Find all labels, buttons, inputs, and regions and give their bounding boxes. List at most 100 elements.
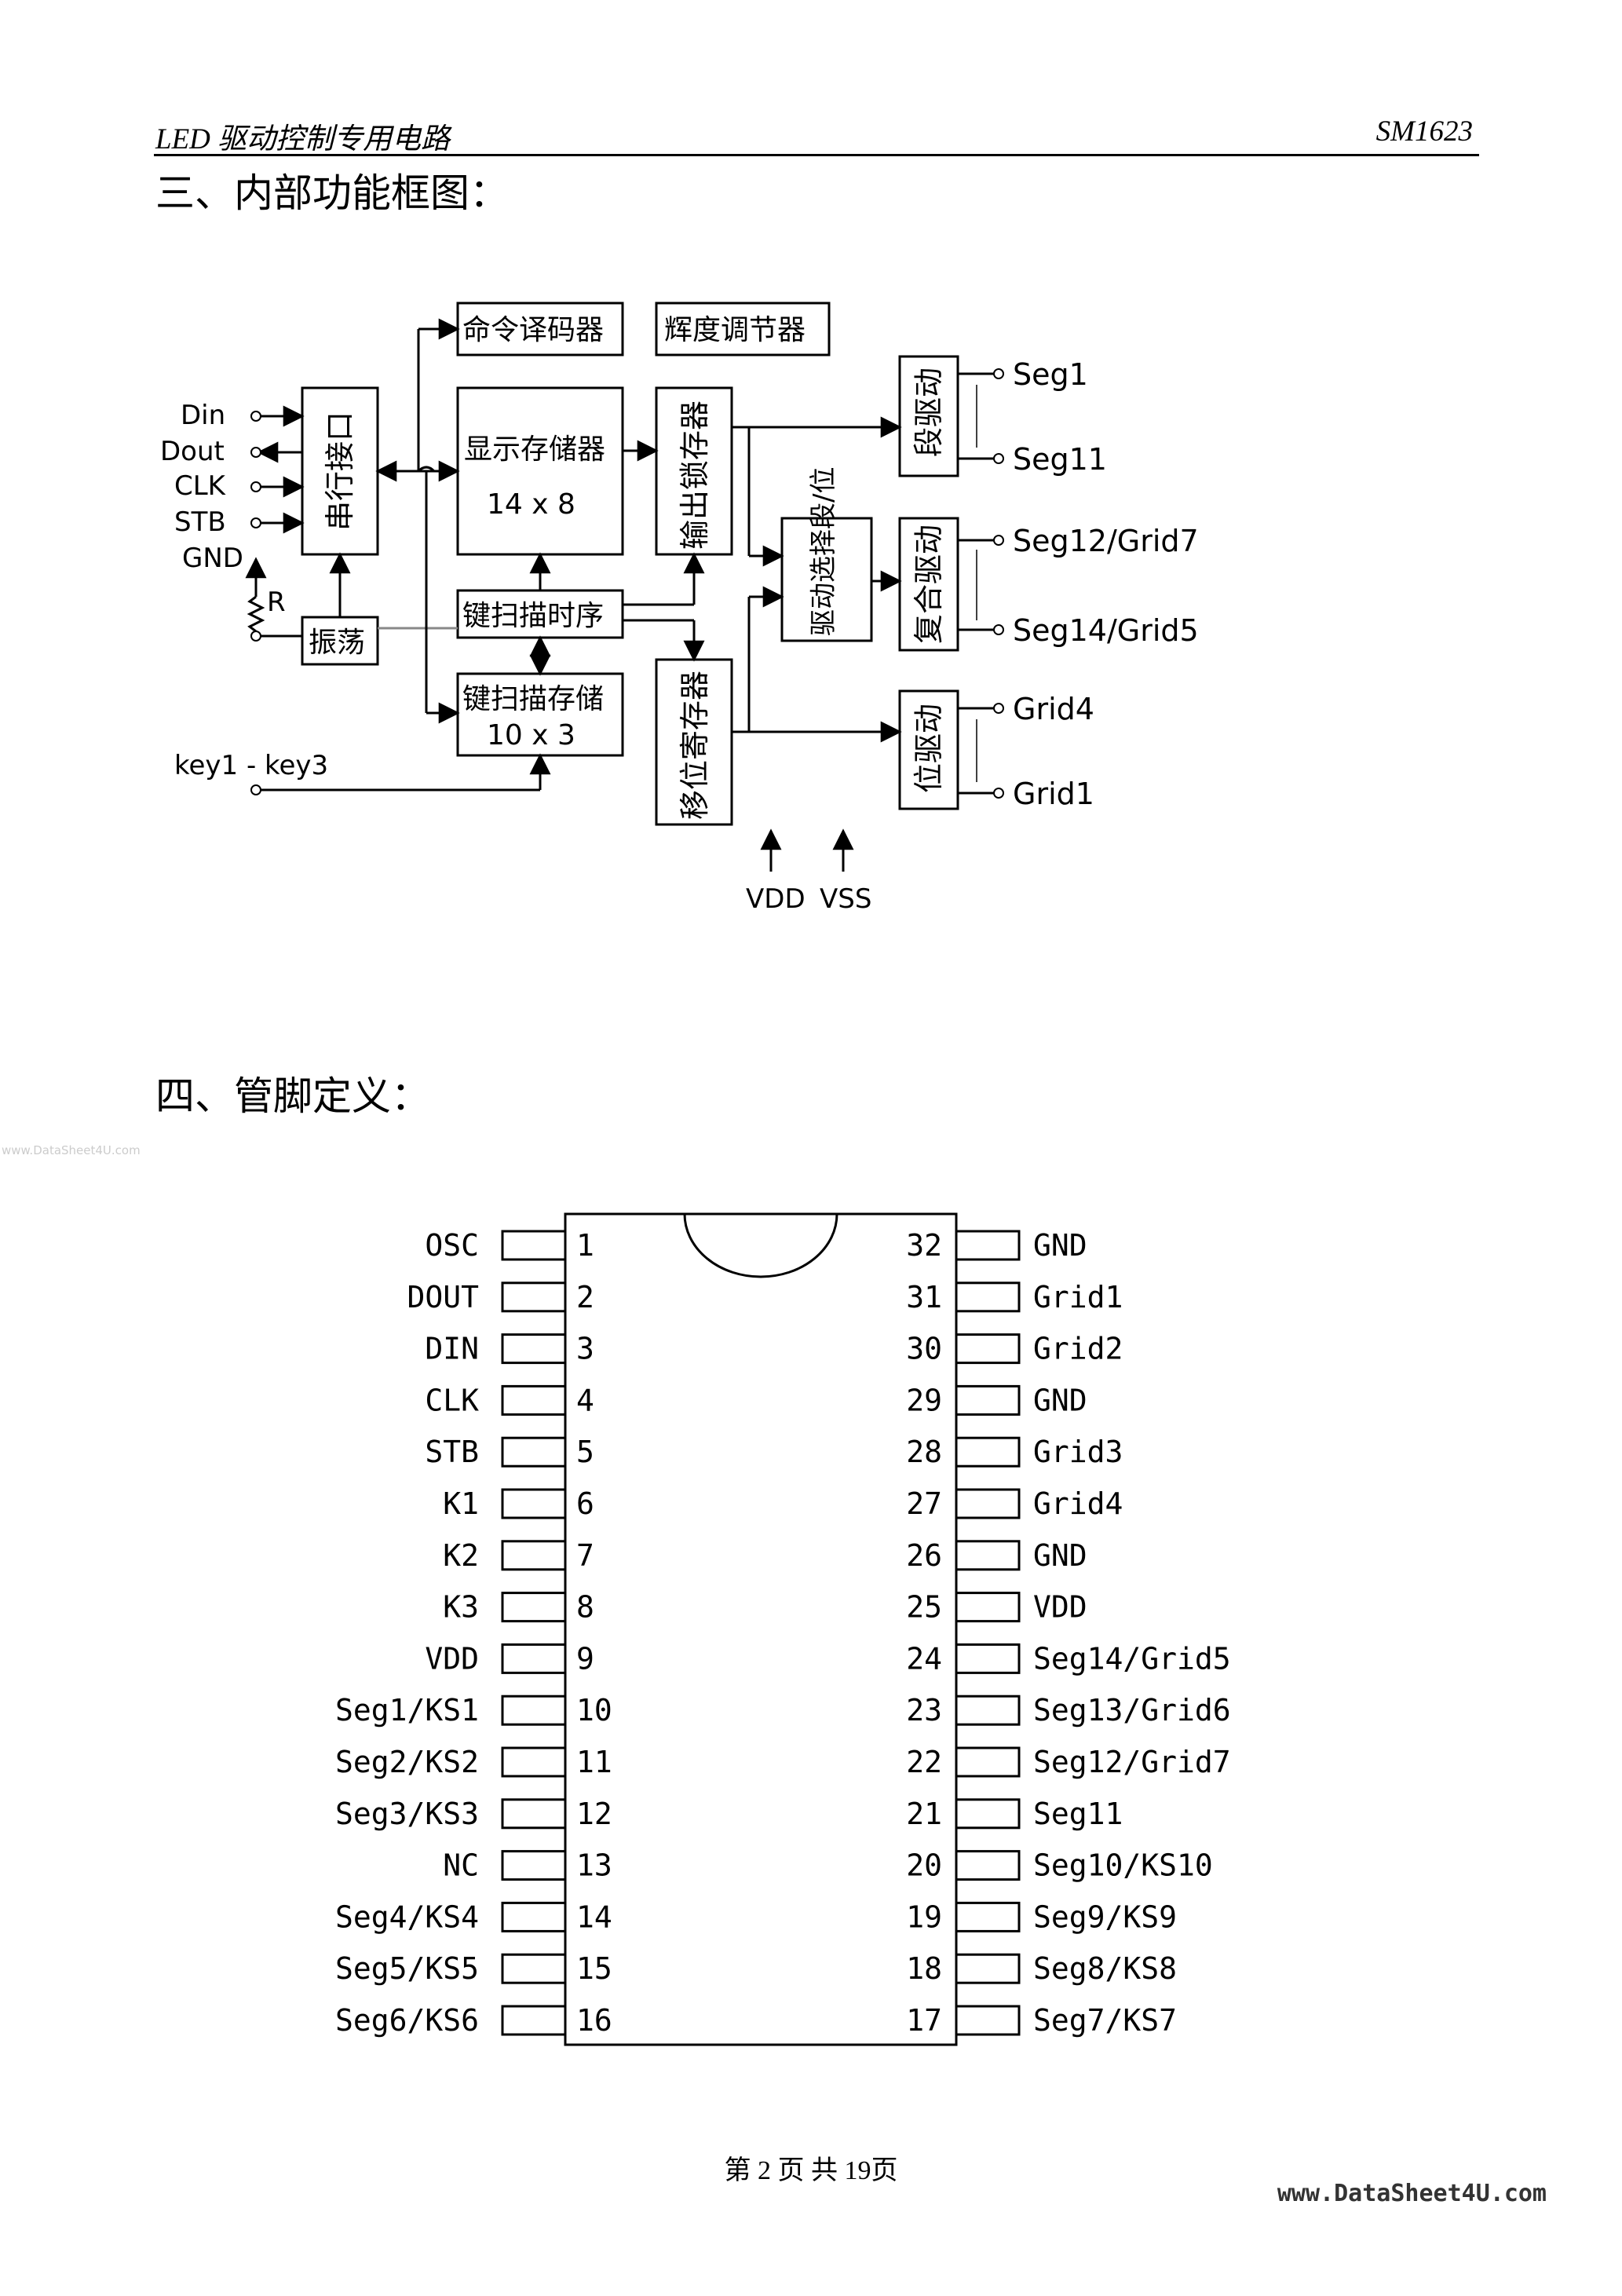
chip-notch <box>683 1213 838 1278</box>
pin-14-name: Seg4/KS4 <box>335 1899 479 1934</box>
brightness-block <box>655 302 831 356</box>
pin-7-lead <box>501 1540 567 1571</box>
pin-3-name: DIN <box>425 1332 479 1366</box>
pin-10-name: Seg1/KS1 <box>335 1693 479 1727</box>
pin-2-number: 2 <box>576 1280 594 1314</box>
pin-14-number: 14 <box>576 1899 612 1934</box>
seg-drive-label: 段驱动 <box>911 367 946 457</box>
pin-30-number: 30 <box>906 1332 942 1366</box>
pin-30-name: Grid2 <box>1033 1332 1123 1366</box>
pin-16-number: 16 <box>576 2003 612 2038</box>
key-input-label: key1 - key3 <box>174 750 328 781</box>
pin-29-name: GND <box>1033 1383 1087 1417</box>
display-mem-label: 显示存储器 <box>464 433 605 466</box>
pin-15-lead <box>501 1953 567 1984</box>
pin-4-name: CLK <box>425 1383 479 1417</box>
output-seg1: Seg1 <box>1013 357 1088 392</box>
pin-11-number: 11 <box>576 1745 612 1779</box>
pin-27-lead <box>955 1488 1021 1519</box>
pin-7-number: 7 <box>576 1538 594 1573</box>
oscillator-label: 振荡 <box>309 627 365 659</box>
drive-select-label: 驱动选择段/位 <box>808 467 839 636</box>
pin-18-lead <box>955 1953 1021 1984</box>
pin-26-lead <box>955 1540 1021 1571</box>
section-3-title: 三、内部功能框图： <box>155 170 509 216</box>
pin-22-lead <box>955 1746 1021 1778</box>
pin-32-lead <box>955 1230 1021 1261</box>
key-timing-label: 键扫描时序 <box>462 600 604 632</box>
pin-6-number: 6 <box>576 1486 594 1521</box>
pin-21-number: 21 <box>906 1797 942 1831</box>
pin-12-name: Seg3/KS3 <box>335 1797 479 1831</box>
pin-19-number: 19 <box>906 1899 942 1934</box>
pin-3-lead <box>501 1333 567 1365</box>
pin-13-lead <box>501 1850 567 1881</box>
key-mem-size: 10 x 3 <box>487 719 575 751</box>
pin-24-number: 24 <box>906 1641 942 1676</box>
page-footer: 第 2 页 共 19页 <box>724 2156 898 2185</box>
pin-15-name: Seg5/KS5 <box>335 1951 479 1986</box>
pin-19-name: Seg9/KS9 <box>1033 1899 1177 1934</box>
pin-11-name: Seg2/KS2 <box>335 1745 479 1779</box>
pin-20-lead <box>955 1850 1021 1881</box>
pin-22-number: 22 <box>906 1745 942 1779</box>
pin-8-lead <box>501 1592 567 1623</box>
output-seg14-grid5: Seg14/Grid5 <box>1013 613 1199 648</box>
display-mem-size: 14 x 8 <box>487 488 575 521</box>
pin-12-number: 12 <box>576 1797 612 1831</box>
pin-32-name: GND <box>1033 1228 1087 1263</box>
pin-31-number: 31 <box>906 1280 942 1314</box>
pin-31-lead <box>955 1281 1021 1313</box>
pin-28-name: Grid3 <box>1033 1435 1123 1469</box>
pin-8-number: 8 <box>576 1590 594 1625</box>
pin-14-lead <box>501 1901 567 1932</box>
grid-drive-label: 位驱动 <box>911 704 946 793</box>
pin-17-name: Seg7/KS7 <box>1033 2003 1177 2038</box>
header-rule <box>154 154 1479 156</box>
seg-drive-block <box>898 355 959 477</box>
pin-24-name: Seg14/Grid5 <box>1033 1641 1231 1676</box>
pin-23-lead <box>955 1695 1021 1726</box>
display-mem-block <box>456 386 624 556</box>
resistor-label: R <box>267 587 286 618</box>
power-vss: VSS <box>820 883 871 915</box>
pin-10-number: 10 <box>576 1693 612 1727</box>
grid-drive-block <box>898 689 959 810</box>
pin-1-number: 1 <box>576 1228 594 1263</box>
pin-1-name: OSC <box>425 1228 479 1263</box>
pin-22-name: Seg12/Grid7 <box>1033 1745 1231 1779</box>
pin-17-number: 17 <box>906 2003 942 2038</box>
pin-9-lead <box>501 1643 567 1674</box>
power-vdd: VDD <box>746 883 806 915</box>
output-seg11: Seg11 <box>1013 442 1107 477</box>
input-din: Din <box>181 400 225 431</box>
block-diagram: Din Dout CLK STB GND R key1 - key3 VDD V… <box>160 302 1199 915</box>
key-mem-label: 键扫描存储 <box>462 683 604 715</box>
header-title: LED 驱动控制专用电路 <box>155 123 451 155</box>
pin-15-number: 15 <box>576 1951 612 1986</box>
pin-13-name: NC <box>443 1848 479 1883</box>
pin-23-number: 23 <box>906 1693 942 1727</box>
pin-19-lead <box>955 1901 1021 1932</box>
pin-24-lead <box>955 1643 1021 1674</box>
input-gnd: GND <box>182 543 243 574</box>
brightness-label: 辉度调节器 <box>664 314 806 346</box>
pin-6-name: K1 <box>443 1486 479 1521</box>
pin-27-name: Grid4 <box>1033 1486 1123 1521</box>
section-4-title: 四、管脚定义： <box>155 1073 430 1119</box>
pin-27-number: 27 <box>906 1486 942 1521</box>
watermark-left: www.DataSheet4U.com <box>2 1143 141 1157</box>
pin-11-lead <box>501 1746 567 1778</box>
pin-2-name: DOUT <box>407 1280 479 1314</box>
pin-3-number: 3 <box>576 1332 594 1366</box>
pin-20-name: Seg10/KS10 <box>1033 1848 1213 1883</box>
pin-9-name: VDD <box>425 1641 479 1676</box>
pin-18-name: Seg8/KS8 <box>1033 1951 1177 1986</box>
pin-4-number: 4 <box>576 1383 594 1417</box>
pin-7-name: K2 <box>443 1538 479 1573</box>
pin-21-name: Seg11 <box>1033 1797 1123 1831</box>
pin-21-lead <box>955 1798 1021 1830</box>
pin-5-name: STB <box>425 1435 479 1469</box>
pin-13-number: 13 <box>576 1848 612 1883</box>
mux-drive-label: 复合驱动 <box>911 525 946 644</box>
